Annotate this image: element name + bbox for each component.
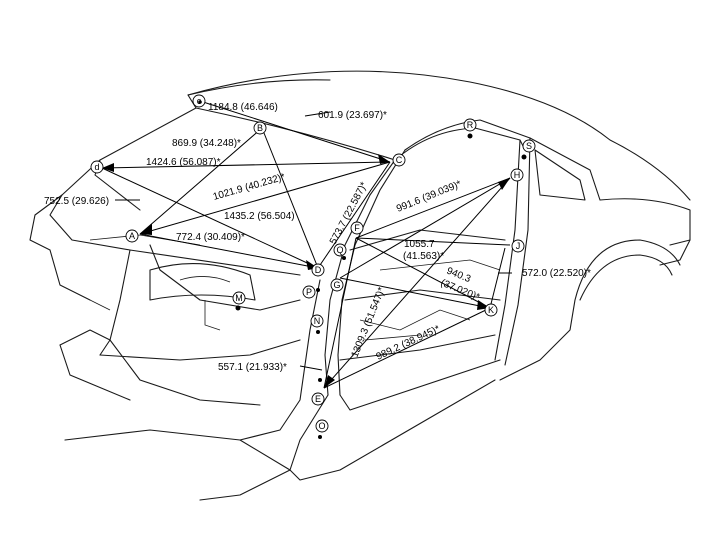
dim-line-B-D xyxy=(261,127,319,269)
svg-text:B: B xyxy=(257,123,263,133)
dim-label-J-K: 572.0 (22.520)* xyxy=(522,268,591,279)
svg-text:H: H xyxy=(514,170,521,180)
point-B: B xyxy=(253,121,267,135)
dim-label-d-D: 1435.2 (56.504) xyxy=(224,211,295,222)
svg-text:E: E xyxy=(315,394,321,404)
svg-text:N: N xyxy=(314,316,321,326)
point-markers: c B d C R S H A F Q J D G P M K N E O xyxy=(90,94,536,433)
dim-line-d-C xyxy=(101,161,391,169)
dim-label-G-K: 989.2 (38.945)* xyxy=(375,324,442,363)
body-outline xyxy=(29,70,691,501)
svg-text:J: J xyxy=(516,241,521,251)
hole-dots xyxy=(198,100,527,439)
dim-label-E-J: 1055.7 xyxy=(404,239,435,250)
svg-text:K: K xyxy=(488,305,494,315)
svg-text:A: A xyxy=(129,231,135,241)
dim-label-A-D: 772.4 (30.409)* xyxy=(176,232,245,243)
svg-text:M: M xyxy=(235,293,243,303)
dim-line-B-A xyxy=(139,127,263,235)
arrow-G xyxy=(324,375,335,388)
dim-line-c-C xyxy=(199,100,391,163)
dim-line-G-H xyxy=(323,177,511,389)
dim-line-E-K xyxy=(355,237,491,309)
point-M: M xyxy=(232,291,246,305)
dim-label-d-A: 752.5 (29.626) xyxy=(44,196,109,207)
point-S: S xyxy=(522,139,536,153)
dim-line-E-J xyxy=(355,237,511,246)
svg-text:O: O xyxy=(318,421,325,431)
arrow-A xyxy=(140,224,152,235)
dim-line-A-D xyxy=(139,233,319,269)
dim-label-A-C: 1021.9 (40.232)* xyxy=(212,172,287,203)
svg-text:d: d xyxy=(94,162,99,172)
dim-label-G-O: 557.1 (21.933)* xyxy=(218,362,287,373)
dim-label-c-C-b: 601.9 (23.697)* xyxy=(318,110,387,121)
leader-557 xyxy=(299,365,323,371)
dim-line-G-E xyxy=(323,237,357,389)
arrow-H xyxy=(498,178,510,190)
point-D: D xyxy=(311,263,325,277)
svg-text:D: D xyxy=(315,265,322,275)
point-Q: Q xyxy=(333,243,347,257)
dim-line-D-C xyxy=(317,161,391,269)
point-A: A xyxy=(125,229,139,243)
arrow-C xyxy=(378,154,390,164)
dim-label-E-J-b: (41.563)* xyxy=(403,251,444,262)
dim-label-B-A: 869.9 (34.248)* xyxy=(172,138,241,149)
dim-line-F-H xyxy=(339,177,511,279)
dimension-lines xyxy=(101,100,512,389)
point-N: N xyxy=(310,314,324,328)
dim-line-d-D xyxy=(101,167,319,269)
svg-text:G: G xyxy=(333,280,340,290)
dim-line-F-K xyxy=(339,277,491,309)
point-H: H xyxy=(510,168,524,182)
arrow-d xyxy=(102,163,114,172)
point-J: J xyxy=(511,239,525,253)
point-K: K xyxy=(484,303,498,317)
svg-text:F: F xyxy=(354,223,360,233)
point-R: R xyxy=(463,118,477,132)
svg-text:C: C xyxy=(396,155,403,165)
leader-601 xyxy=(304,111,331,117)
dim-line-E-H xyxy=(355,177,511,239)
svg-text:Q: Q xyxy=(336,245,343,255)
point-E: F xyxy=(350,221,364,235)
point-C: C xyxy=(392,153,406,167)
point-F: G xyxy=(330,278,344,292)
dim-line-J-K xyxy=(489,247,506,309)
svg-text:S: S xyxy=(526,141,532,151)
dim-label-c-C: 1184.8 (46.646) xyxy=(208,102,278,113)
dim-line-A-C xyxy=(139,161,391,235)
dim-label-d-C: 1424.6 (56.087)* xyxy=(146,157,221,168)
svg-text:P: P xyxy=(306,287,312,297)
point-d: d xyxy=(90,160,104,174)
point-P: P xyxy=(302,285,316,299)
point-G: E xyxy=(311,392,325,406)
svg-text:R: R xyxy=(467,120,474,130)
dim-line-G-K xyxy=(323,307,491,389)
point-O: O xyxy=(315,419,329,433)
